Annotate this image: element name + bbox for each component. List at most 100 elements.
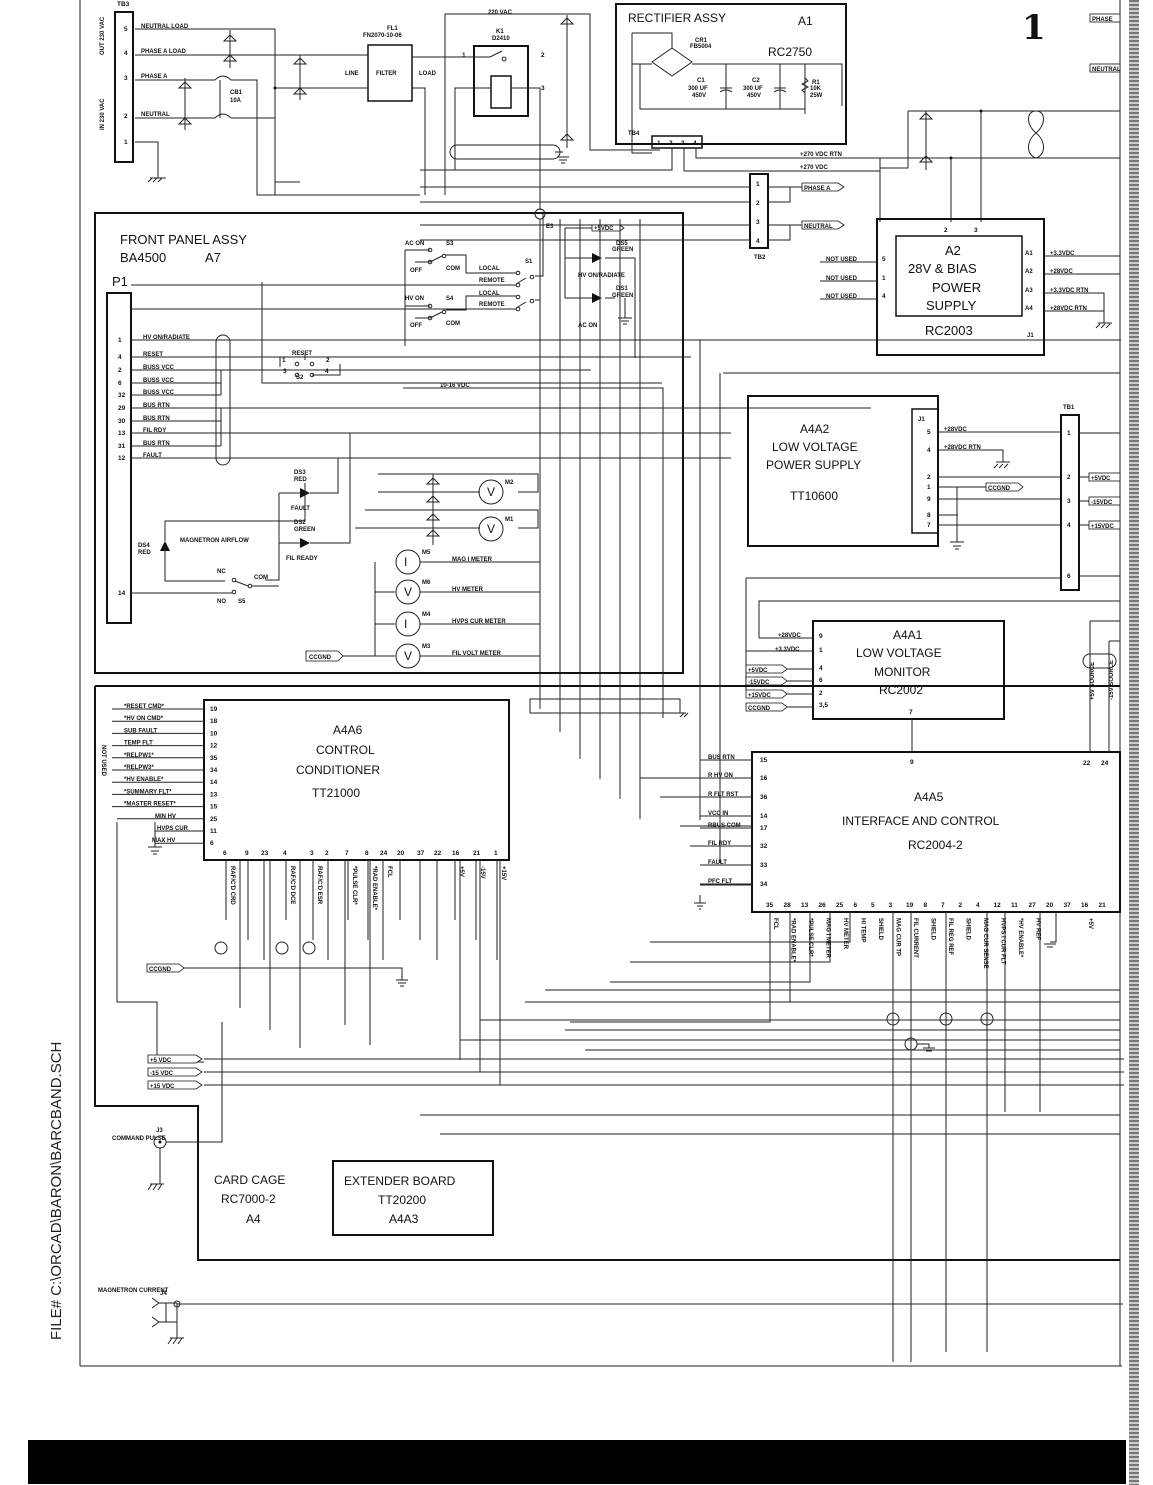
c2-ref: C2	[752, 78, 760, 84]
a4a6-net-label: *HV ENABLE*	[124, 777, 164, 783]
tb3-pin: 1	[124, 139, 128, 146]
p1-pin-number: 29	[118, 405, 126, 412]
a4a5-bottom-net-label: HVPS I CUR FLT	[1000, 918, 1006, 965]
net-label-3v3-rtn: +3.3VDC RTN	[1050, 288, 1089, 294]
a4a1-pin: 4	[819, 665, 823, 672]
a4a6-pin: 34	[210, 767, 218, 774]
a4a2-j1-connector	[911, 408, 939, 534]
a4a2-pin: 4	[927, 447, 931, 454]
ds3-color: RED	[294, 477, 307, 483]
extender-board-a4a3: EXTENDER BOARD TT20200 A4A3	[332, 1160, 494, 1236]
a4a1-input-tag: +5VDC	[748, 668, 768, 674]
a4a5-bottom-net-label: SHIELD	[877, 918, 883, 941]
a4a6-pin: 6	[210, 840, 214, 847]
a4a6-net-label: HVPS CUR	[157, 826, 189, 832]
j3-ref: J3	[156, 1128, 163, 1134]
tb4-label: TB4	[628, 131, 640, 137]
a4a5-bottom-pin: 11	[1011, 902, 1018, 909]
tag-ccgnd: CCGND	[309, 655, 332, 661]
a4a2-pin: 1	[927, 484, 931, 491]
p1-net-label: BUSS VCC	[143, 378, 175, 384]
net-label-270vdc: +270 VDC	[800, 165, 829, 171]
a4a6-pin: 12	[210, 743, 218, 750]
s5-no-label: NO	[217, 599, 226, 605]
a4a6-bottom-net-label: RAF/C'D CRD	[229, 866, 235, 905]
p1-net-label: BUS RTN	[143, 403, 170, 409]
a4a1-title-line: MONITOR	[874, 665, 931, 679]
tb2-pin: 3	[756, 219, 760, 226]
s2-pin: 2	[326, 357, 330, 364]
interconnect-wiring	[204, 219, 1124, 1362]
meter-type-glyph: V	[487, 485, 495, 499]
ds3-ref: DS3	[294, 470, 306, 476]
chassis-ground-icon	[147, 177, 166, 183]
drawing-frame	[79, 0, 1122, 1367]
p1-label: P1	[112, 274, 128, 289]
r1-value: 10K	[810, 86, 822, 92]
rectifier-title: RECTIFIER ASSY	[628, 11, 726, 25]
net-label-28vdc-rtn: +28VDC RTN	[1050, 306, 1087, 312]
a4a5-bottom-pin: 25	[836, 902, 844, 909]
front-panel-assembly: FRONT PANEL ASSY BA4500 A7 P1 E3	[94, 208, 684, 674]
a4a1-pin: 3,5	[819, 702, 828, 709]
a2-pin: A1	[1025, 251, 1033, 257]
net-label-not-used: NOT USED	[826, 257, 858, 263]
a4a5-pin: 24	[1101, 760, 1109, 767]
a4a6-bottom-net-label: RAF/C'D ESR	[316, 866, 322, 905]
s4-com-label: COM	[446, 321, 460, 327]
a4a5-bottom-net-label: HV REF	[1035, 918, 1041, 940]
tb1-label: TB1	[1063, 405, 1075, 411]
a4a6-net-label: *RELPW1*	[124, 753, 154, 759]
a4a6-control-conditioner: A4A6 CONTROL CONDITIONER TT21000 NOT USE…	[100, 699, 510, 1063]
net-label-28vdc-rtn: +28VDC RTN	[944, 445, 981, 451]
offpage-tag-phase-label: PHASE	[1092, 17, 1113, 23]
net-label-3v3: +3.3VDC	[775, 647, 800, 653]
a4a1-title-line: LOW VOLTAGE	[856, 646, 942, 660]
a4a6-net-label: *HV ON CMD*	[124, 716, 164, 722]
s3-ref: S3	[446, 241, 454, 247]
p1-pin-number: 4	[118, 354, 122, 361]
s1-local-label: LOCAL	[479, 291, 500, 297]
a2-pin: 4	[882, 293, 886, 300]
tag-minus15vdc: -15VDC	[1091, 500, 1113, 506]
a4a6-net-label: *RELPW3*	[124, 765, 154, 771]
a4a5-bottom-pin: 20	[1046, 902, 1054, 909]
a4a5-bottom-pin: 2	[959, 902, 963, 909]
earth-ground-icon	[694, 895, 706, 910]
ds4-ref: DS4	[138, 543, 150, 549]
rectifier-part: RC2750	[768, 45, 812, 59]
a4a1-pin: 7	[909, 709, 913, 716]
ds2-ref: DS2	[294, 520, 306, 526]
a4a6-pin: 14	[210, 779, 218, 786]
a4a1-pin: 1	[819, 647, 823, 654]
a2-pin: 5	[882, 256, 886, 263]
s4-off-label: OFF	[410, 323, 422, 329]
tb3-pin: 5	[124, 26, 128, 33]
cr1-part: FB5004	[690, 44, 712, 50]
a4a6-bottom-net-label: -15V	[479, 866, 485, 879]
a4a6-net-label: *SUMMARY FLT*	[124, 789, 172, 795]
a2-pin: A3	[1025, 288, 1033, 294]
r1-power: 25W	[810, 93, 823, 99]
meter-wiring: CCGND	[305, 473, 539, 662]
earth-ground-icon	[555, 151, 569, 164]
a2-part: RC2003	[925, 323, 973, 338]
s4-ref: S4	[446, 296, 454, 302]
net-label-neutral-load: NEUTRAL LOAD	[141, 24, 189, 30]
p1-pin-number: 6	[118, 380, 122, 387]
a4a5-bottom-pin: 12	[994, 902, 1002, 909]
fl1-line-filter: FL1 FN2070-10-06 FILTER LINE LOAD	[273, 26, 470, 195]
c2-voltage: 450V	[747, 93, 761, 99]
meter-type-glyph: I	[404, 555, 407, 569]
offpage-tag-neutral-label: NEUTRAL	[1092, 67, 1121, 73]
s2-pin: 1	[282, 357, 286, 364]
r1-ref: R1	[812, 80, 820, 86]
a4a6-pin: 10	[210, 730, 218, 737]
p1-pin-number: 12	[118, 455, 126, 462]
cb1-ref: CB1	[230, 90, 243, 96]
meter-ref: M6	[422, 580, 431, 586]
